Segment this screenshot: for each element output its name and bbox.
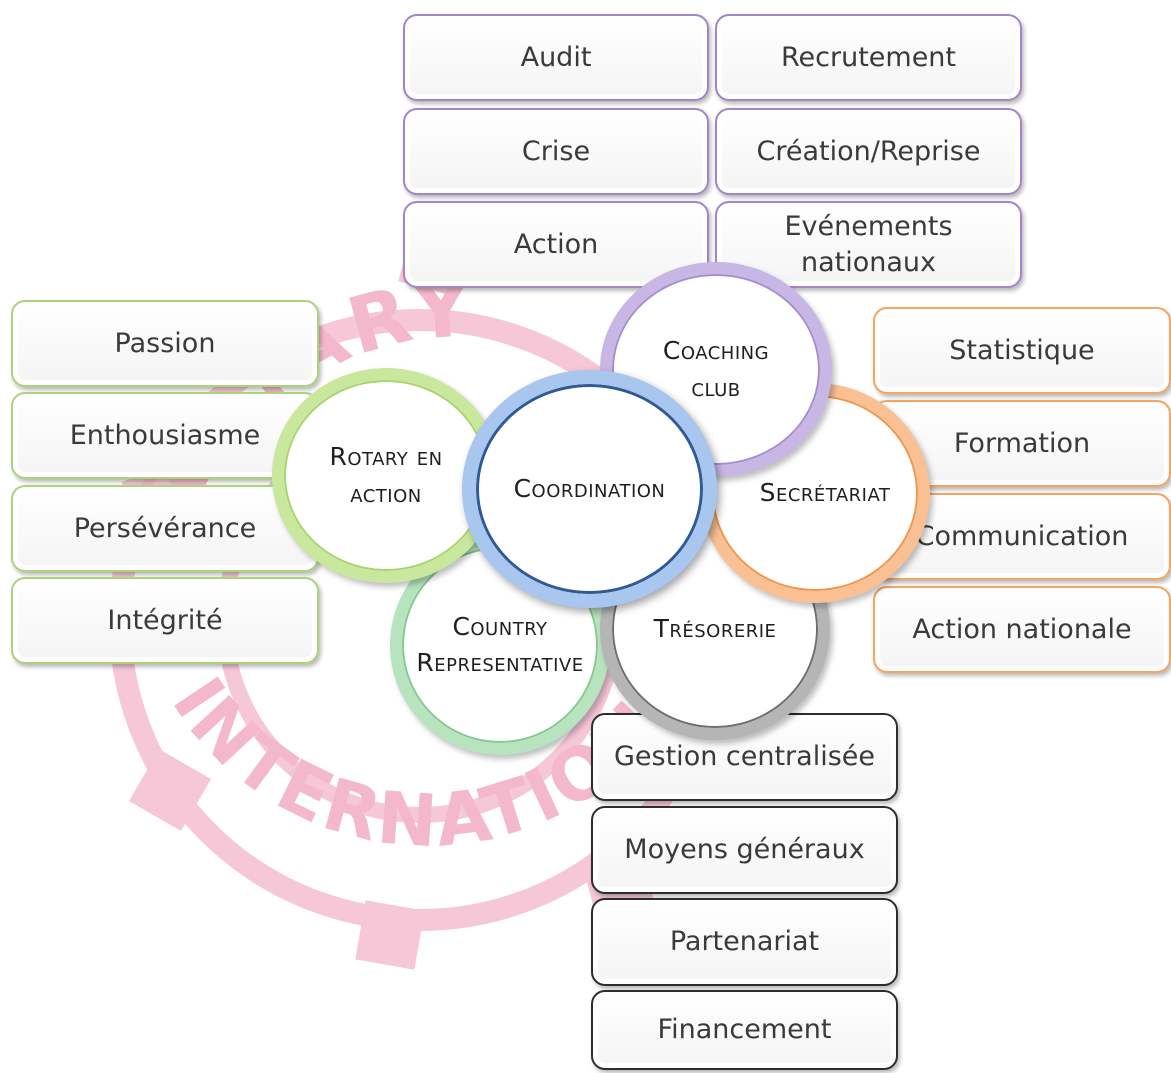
tresorerie-item-financement: Financement — [591, 990, 898, 1070]
coaching-item-recrutement: Recrutement — [715, 14, 1022, 101]
secretariat-item-statistique: Statistique — [873, 307, 1171, 394]
rotary-item-enthousiasme: Enthousiasme — [11, 392, 319, 479]
secretariat-item-action-nationale: Action nationale — [873, 586, 1171, 673]
rotary-item-passion: Passion — [11, 300, 319, 387]
coaching-item-evenements-nationaux: Evénements nationaux — [715, 201, 1022, 288]
rotary-item-perseverance: Persévérance — [11, 485, 319, 572]
coaching-item-audit: Audit — [403, 14, 709, 101]
rotary-en-action-label: Rotary en action — [329, 442, 443, 508]
rotary-item-integrite: Intégrité — [11, 577, 319, 664]
coaching-club-label: Coaching club — [662, 336, 770, 402]
tresorerie-item-gestion-centralisee: Gestion centralisée — [591, 713, 898, 801]
country-representative-label: Country Representative — [416, 611, 584, 677]
coaching-item-crise: Crise — [403, 108, 709, 195]
tresorerie-label: Trésorerie — [653, 613, 777, 643]
coordination-circle: Coordination — [462, 370, 717, 608]
tresorerie-item-moyens-generaux: Moyens généraux — [591, 806, 898, 894]
secretariat-label: Secrétariat — [759, 477, 891, 507]
coaching-item-action: Action — [403, 201, 709, 288]
coaching-item-creation-reprise: Création/Reprise — [715, 108, 1022, 195]
coordination-label: Coordination — [513, 473, 666, 503]
tresorerie-item-partenariat: Partenariat — [591, 898, 898, 986]
